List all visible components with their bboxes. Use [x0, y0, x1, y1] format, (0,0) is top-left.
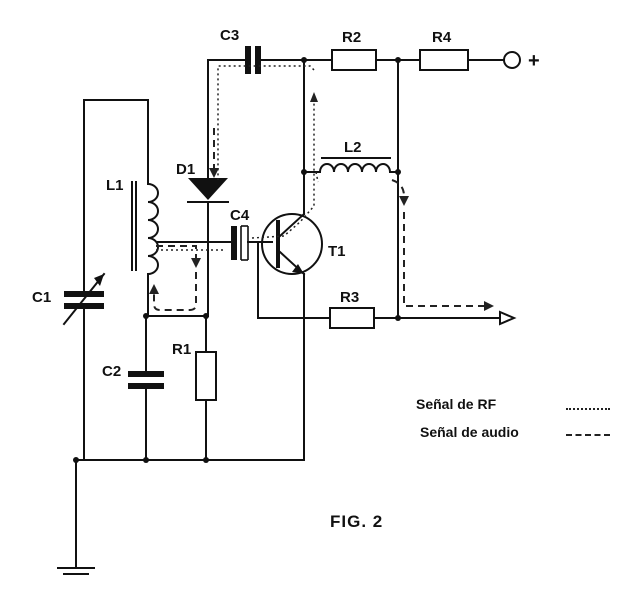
label-c3: C3: [220, 27, 239, 44]
capacitor-c4: [231, 225, 273, 261]
resistor-r2: [331, 49, 377, 71]
legend-rf-label: Señal de RF: [416, 396, 497, 412]
label-r3: R3: [340, 289, 359, 306]
capacitor-c2: [128, 315, 164, 461]
label-r2: R2: [342, 29, 361, 46]
diode-d1: [187, 178, 229, 317]
label-c2: C2: [102, 363, 121, 380]
label-c1: C1: [32, 289, 51, 306]
label-c4: C4: [230, 207, 250, 224]
label-r4: R4: [432, 29, 452, 46]
audio-signal-path: [149, 128, 494, 311]
inductor-l2: [303, 157, 399, 174]
legend-audio-label: Señal de audio: [420, 424, 519, 440]
positive-terminal: [503, 51, 521, 69]
figure-caption: FIG. 2: [330, 512, 384, 531]
output-arrow-icon: [499, 310, 517, 326]
resistor-r1: [195, 315, 217, 461]
ground-rail: [75, 459, 305, 567]
variable-capacitor-c1: [62, 99, 106, 461]
legend-audio-line: [566, 434, 610, 436]
label-plus: +: [528, 50, 540, 72]
label-l2: L2: [344, 139, 362, 156]
label-l1: L1: [106, 177, 124, 194]
resistor-r3: [329, 307, 375, 329]
inductor-l1: [83, 99, 159, 317]
legend-rf-line: [566, 408, 610, 410]
label-d1: D1: [176, 161, 195, 178]
resistor-r4: [419, 49, 469, 71]
label-r1: R1: [172, 341, 191, 358]
label-t1: T1: [328, 243, 346, 260]
top-rail: [207, 59, 505, 179]
transistor-t1: [257, 171, 323, 461]
capacitor-c3: [245, 46, 261, 74]
ground-icon: [57, 567, 95, 575]
rf-signal-path: [156, 65, 319, 251]
